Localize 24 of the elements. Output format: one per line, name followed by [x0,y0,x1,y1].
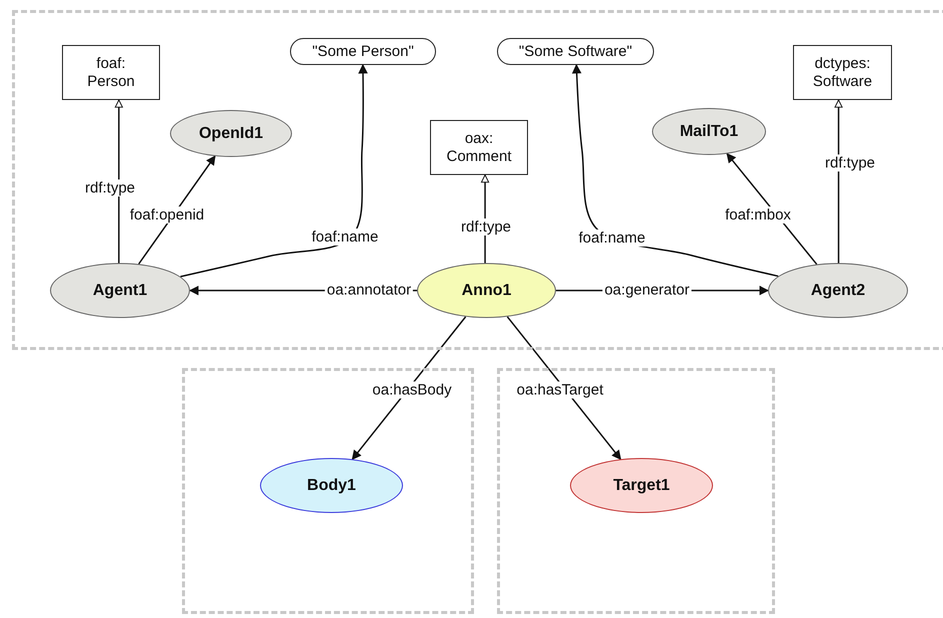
edge-label: foaf:name [576,230,648,246]
class-box: foaf: Person [62,45,160,100]
class-box: oax: Comment [430,120,528,175]
edge-label: foaf:name [310,228,380,246]
edge-label: foaf:mbox [723,206,793,224]
edge-label: oa:hasTarget [514,382,606,398]
class-box: dctypes: Software [793,45,892,100]
arrow [180,64,368,278]
resource-ellipse: MailTo1 [652,108,766,155]
arrow [114,100,123,263]
arrow [352,316,466,460]
resource-ellipse: Agent1 [50,263,190,318]
arrow [834,100,843,263]
resource-ellipse: Body1 [260,458,403,513]
literal-box: "Some Software" [497,38,654,65]
resource-ellipse: Anno1 [417,263,556,318]
literal-box: "Some Person" [290,38,436,65]
arrow [506,316,622,460]
resource-ellipse: Target1 [570,458,713,513]
edge-label: oa:hasBody [370,382,454,398]
resource-ellipse: Agent2 [768,263,908,318]
edge-label: oa:generator [602,282,692,298]
resource-ellipse: OpenId1 [170,110,292,157]
edge-label: foaf:openid [128,206,206,224]
